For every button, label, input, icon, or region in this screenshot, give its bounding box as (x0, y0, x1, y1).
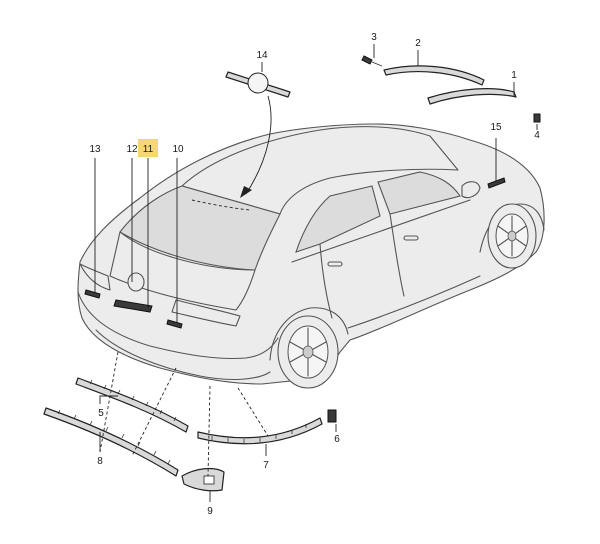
part-2-roof-trim (383, 65, 485, 86)
rear-door-handle (327, 261, 343, 267)
rear-window-heater-lines (191, 199, 251, 211)
part-6-clip (327, 409, 337, 423)
leader-lines (94, 44, 538, 502)
rear-bumper-outline (77, 291, 279, 360)
part-7-bumper-trim (197, 417, 323, 445)
car-roof (181, 126, 459, 215)
callout-14: 14 (256, 50, 268, 61)
part-4-clip (533, 113, 541, 123)
callout-5: 5 (98, 408, 104, 419)
part-14-arrowhead (240, 186, 252, 198)
part-8-hatch (57, 409, 171, 465)
door-line-rear (319, 243, 333, 319)
part-5-hatch (89, 379, 177, 422)
front-wheel-arch (479, 203, 545, 253)
callout-8: 8 (97, 456, 103, 467)
part-15-side-badge (487, 177, 506, 189)
part-14-strip (225, 71, 291, 98)
side-window-front (377, 171, 461, 215)
part-9-window (203, 475, 215, 485)
callout-3: 3 (371, 32, 377, 43)
rear-wheel (277, 315, 339, 389)
part-8-lower-strip (43, 407, 179, 477)
part-9-bracket (181, 467, 225, 492)
rear-wheel-arch (269, 307, 349, 361)
car-body (77, 123, 545, 389)
callout-10: 10 (172, 144, 184, 155)
part-7-hatch (211, 424, 307, 443)
door-line-mid (389, 213, 405, 297)
part-10-badge (166, 319, 183, 329)
part-1-roof-trim (427, 88, 517, 105)
rear-window (119, 185, 281, 271)
part-14-arrow (245, 95, 272, 195)
callout-11: 11 (143, 144, 154, 155)
rear-bumper-lower (95, 329, 271, 380)
part-3-clip (361, 55, 383, 67)
callout-13: 13 (89, 144, 101, 155)
callout-2: 2 (415, 38, 421, 49)
callout-4: 4 (534, 130, 540, 141)
sill-line (347, 275, 481, 329)
beltline (291, 199, 471, 263)
tail-light-left (79, 263, 111, 291)
trunk-lid (109, 231, 256, 311)
callout-9: 9 (207, 506, 213, 517)
callout-1: 1 (511, 70, 517, 81)
side-mirror (461, 181, 481, 199)
front-wheel (487, 203, 537, 269)
callout-6: 6 (334, 434, 340, 445)
callout-7: 7 (263, 460, 269, 471)
front-door-handle (403, 235, 419, 241)
callout-12: 12 (126, 144, 138, 155)
side-window-rear (295, 185, 381, 253)
callout-15: 15 (490, 122, 502, 133)
part-13-badge (84, 289, 101, 299)
part-11-12-lettering (113, 299, 153, 313)
part-5-bumper-trim (75, 377, 189, 433)
callout-labels: 1 2 3 4 5 6 7 8 9 10 11 12 13 14 15 (89, 32, 540, 517)
rear-emblem (127, 272, 145, 292)
callout-highlight (138, 139, 158, 157)
tail-light-right (171, 299, 241, 327)
